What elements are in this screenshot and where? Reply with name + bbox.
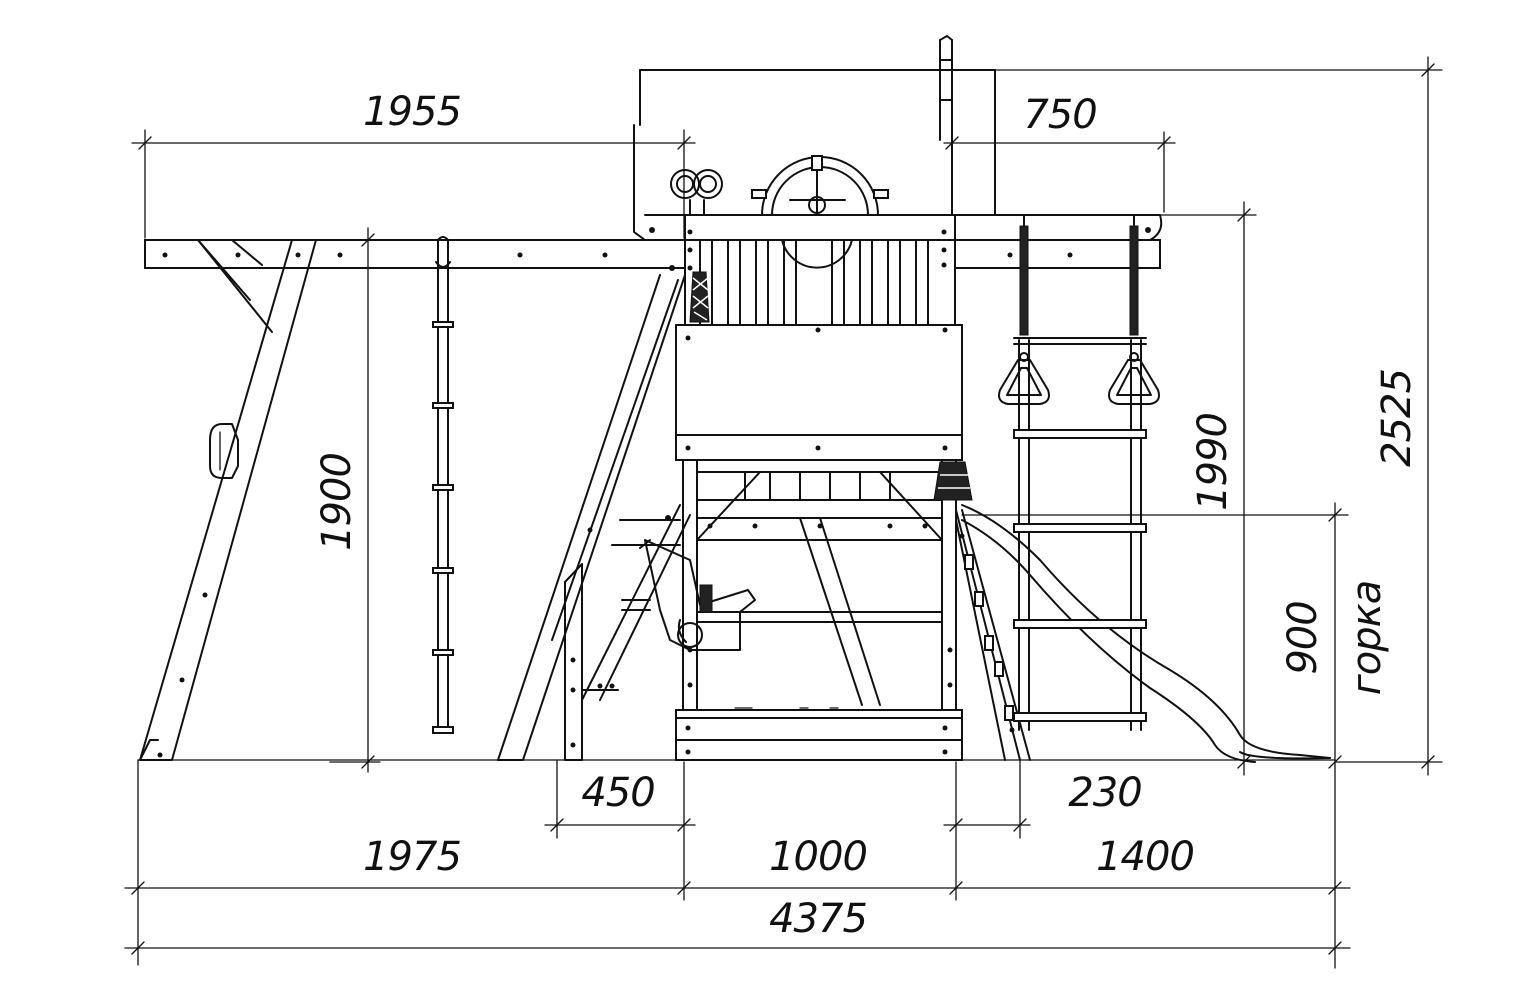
left-a-frame [139, 239, 317, 761]
swing-seat [639, 539, 756, 651]
flag [939, 35, 953, 216]
dimension-label-230: 230 [1068, 770, 1141, 816]
dimension-1990: 1990 [1159, 201, 1257, 776]
dimension-label-1990: 1990 [1190, 413, 1236, 511]
tower-left-legs [497, 274, 686, 761]
climbing-wall [955, 509, 1031, 761]
dimension-label-1400: 1400 [1096, 834, 1194, 880]
access-ladder [564, 504, 691, 761]
climbing-rope [432, 236, 454, 734]
gymnastic-rings [998, 214, 1160, 405]
steering-wheel-icon [751, 155, 889, 216]
dimension-1900: 1900 [314, 227, 381, 773]
binoculars-icon [670, 169, 723, 216]
dimension-label-2525: 2525 [1374, 369, 1420, 467]
tower-railing [669, 214, 956, 326]
dimension-230: 230 [943, 759, 1143, 839]
tower-wall-panel [675, 324, 963, 461]
dimension-1955: 1955 [131, 89, 696, 239]
dimension-900: 900 горка [961, 502, 1390, 969]
rope-ladder [1013, 337, 1147, 731]
dimension-label-900: 900 [1280, 601, 1326, 674]
dimension-label-4375: 4375 [769, 896, 867, 942]
dimension-label-750: 750 [1023, 92, 1096, 138]
dimension-sections: 1975 1000 1400 [124, 761, 1351, 901]
dimension-4375: 4375 [124, 759, 1351, 966]
dimension-label-450: 450 [581, 770, 654, 816]
dimension-label-1900: 1900 [314, 453, 360, 551]
bell-icon [933, 461, 973, 501]
dimension-label-1975: 1975 [363, 834, 461, 880]
dimension-label-1955: 1955 [363, 89, 461, 135]
slide [961, 504, 1331, 763]
slide-label: горка [1344, 581, 1390, 696]
top-beam [144, 239, 1161, 269]
dimension-label-1000: 1000 [769, 834, 867, 880]
dimension-750: 750 [943, 92, 1176, 213]
dimension-450: 450 [544, 759, 696, 839]
dimension-2525: 2525 [994, 56, 1443, 776]
sandbox [675, 707, 963, 761]
